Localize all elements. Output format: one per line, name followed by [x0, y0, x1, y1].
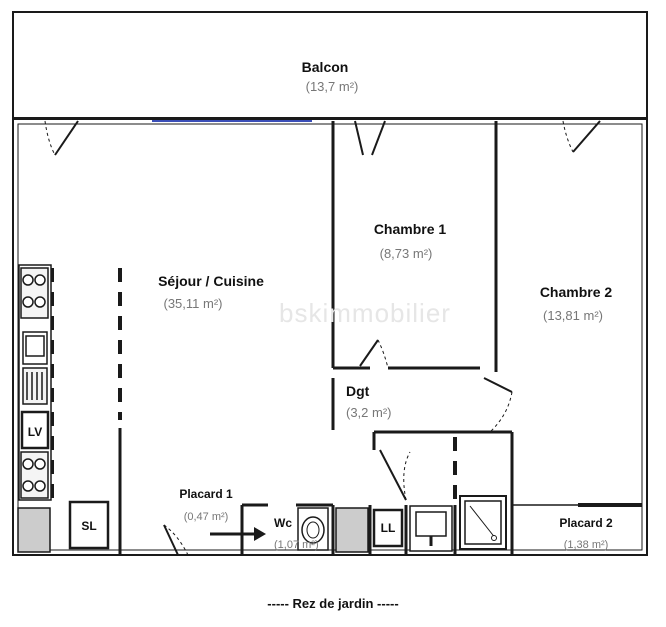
door-swing: [163, 524, 189, 556]
dishwasher-box: [20, 410, 50, 450]
fixture-label-lv: LV: [28, 425, 42, 439]
room-area-placard2: (1,38 m²): [564, 539, 609, 551]
room-name-dgt: Dgt: [346, 383, 370, 399]
level-caption: ----- Rez de jardin -----: [267, 596, 399, 611]
room-area-wc: (1,07 m²): [274, 539, 319, 551]
door-swing: [562, 120, 574, 153]
room-name-sejour: Séjour / Cuisine: [158, 273, 264, 289]
fixture-label-ll: LL: [381, 521, 396, 535]
door-swing: [377, 339, 389, 369]
toilet-icon: [297, 507, 329, 551]
door-leaf: [54, 120, 79, 156]
arrow-right-icon: [210, 527, 266, 541]
room-area-dgt: (3,2 m²): [346, 405, 392, 420]
exterior-wall: [12, 118, 648, 556]
room-area-chambre1: (8,73 m²): [380, 246, 433, 261]
shower-icon: [459, 495, 507, 550]
hob-icon: [20, 451, 49, 499]
room-area-balcon: (13,7 m²): [306, 79, 359, 94]
room-area-placard1: (0,47 m²): [184, 511, 229, 523]
room-name-placard2: Placard 2: [559, 516, 613, 530]
washing-machine-box: [372, 508, 404, 548]
door-leaf: [483, 377, 513, 393]
washbasin-icon: [409, 505, 453, 552]
room-name-chambre1: Chambre 1: [374, 221, 447, 237]
fixture-label-sl: SL: [81, 519, 96, 533]
door-swing: [403, 451, 411, 501]
room-name-chambre2: Chambre 2: [540, 284, 613, 300]
duct-block: [17, 507, 51, 553]
sink-icon: [22, 331, 48, 365]
duct-block: [335, 507, 369, 553]
room-name-placard1: Placard 1: [179, 487, 233, 501]
door-swing: [44, 120, 56, 156]
door-leaf: [359, 339, 379, 367]
door-leaf: [354, 120, 364, 156]
door-swing: [489, 391, 513, 433]
drainboard-icon: [22, 367, 48, 405]
door-leaf: [379, 449, 407, 501]
room-name-wc: Wc: [274, 516, 292, 530]
room-area-sejour: (35,11 m²): [164, 296, 223, 311]
dryer-box: [68, 500, 110, 550]
door-leaf: [572, 120, 601, 153]
room-name-balcon: Balcon: [302, 59, 349, 75]
door-leaf: [163, 524, 179, 556]
watermark: bskimmobilier: [279, 298, 451, 328]
door-leaf: [371, 120, 386, 156]
hob-icon: [20, 267, 49, 319]
room-area-chambre2: (13,81 m²): [543, 308, 603, 323]
exterior-wall-inner: [17, 123, 643, 551]
